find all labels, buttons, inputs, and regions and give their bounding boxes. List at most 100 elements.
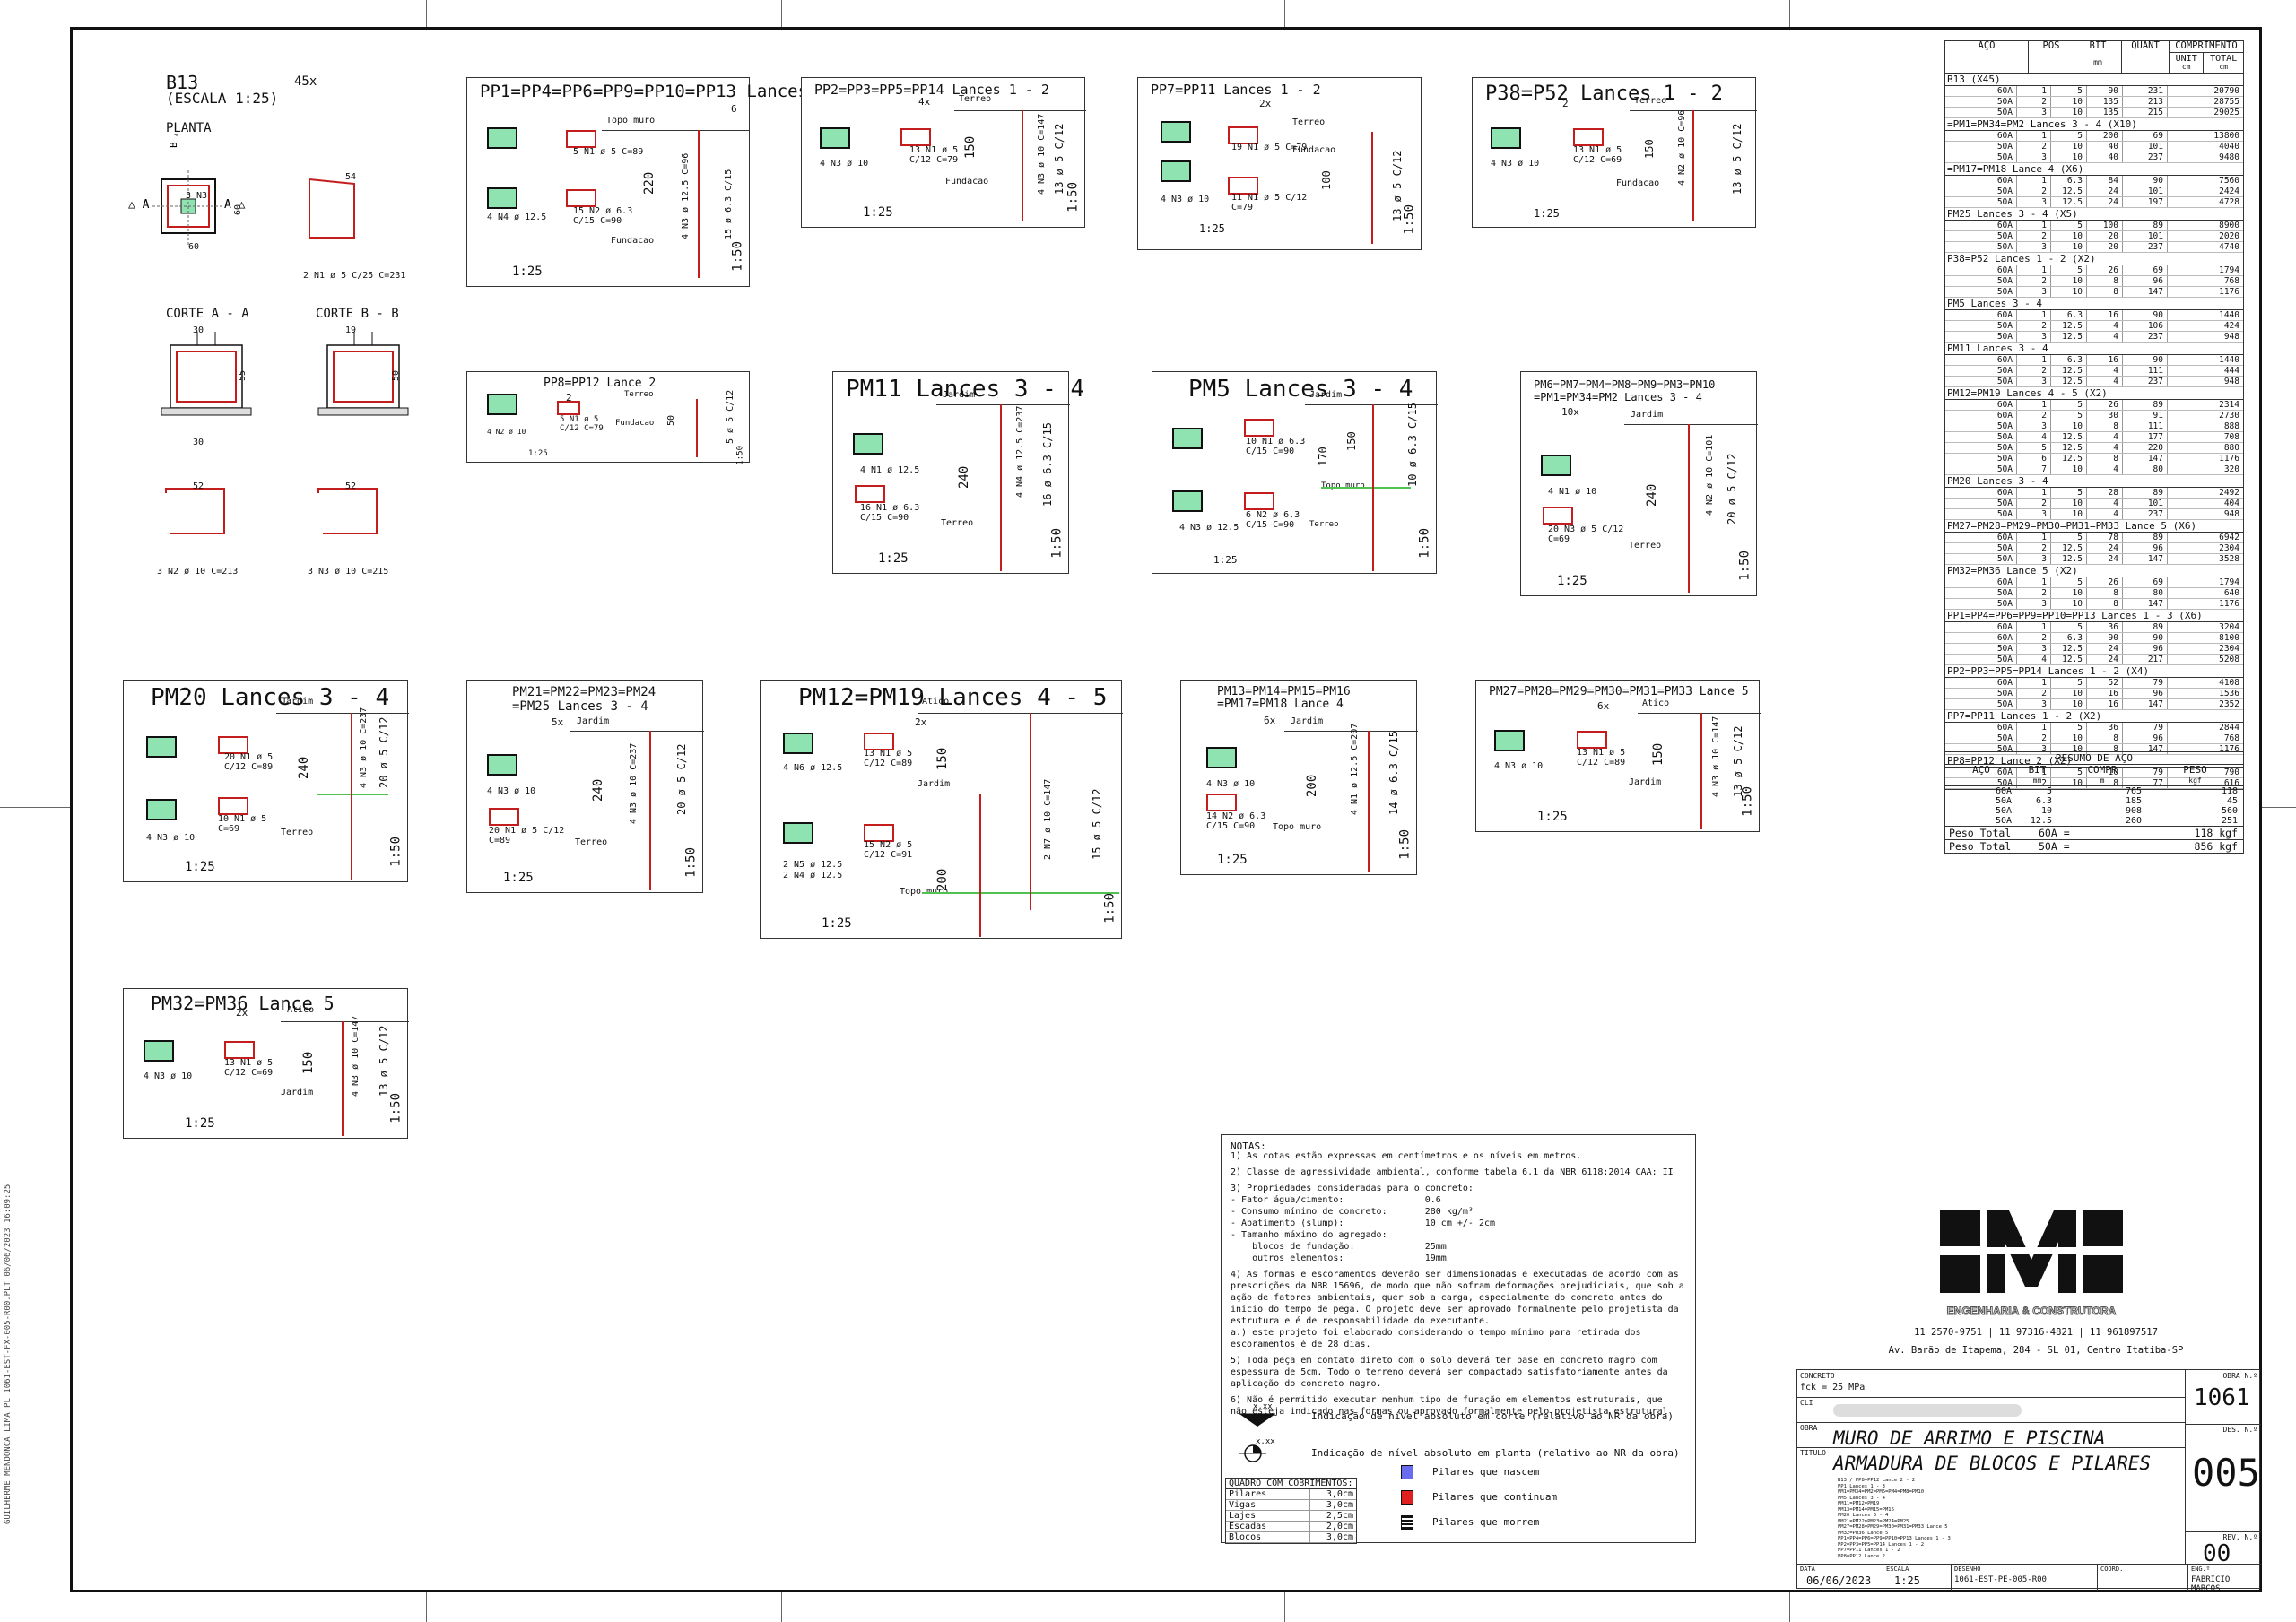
table-cell: 50A	[1945, 733, 2017, 743]
level-top: Jardim	[281, 697, 314, 707]
height-dim: 150	[963, 135, 978, 159]
scale-label-2: 1:50	[1398, 829, 1413, 860]
table-cell: 50A	[1945, 320, 2017, 331]
b13-dim-3n3: 3 N3	[186, 191, 208, 201]
table-cell: 1176	[2219, 598, 2239, 609]
table-cell: 12.5	[2051, 442, 2087, 453]
stirrup-shape	[864, 733, 894, 750]
table-cell: 2730	[2219, 410, 2239, 421]
table-cell: 1176	[2219, 286, 2239, 297]
stirrup-shape	[1228, 177, 1258, 195]
table-cell: 96	[2123, 643, 2168, 654]
table-cell: 50A	[1945, 587, 2017, 598]
panel-pm5: PM5 Lances 3 - 4 4 N3 ø 12.5 10 N1 ø 6.3…	[1152, 371, 1438, 574]
panel-pm20: PM20 Lances 3 - 4 4 N3 ø 10 20 N1 ø 5 C/…	[123, 680, 409, 882]
table-cell: 60A	[1945, 399, 2017, 410]
table-cell: 5	[2051, 532, 2087, 542]
table-cell: 50A	[1945, 241, 2017, 252]
panel-title: PP2=PP3=PP5=PP14 Lances 1 - 2	[814, 82, 1049, 98]
svg-text:B △: B △	[168, 134, 179, 148]
rebar-label-2: 13 ø 5 C/12	[1053, 123, 1065, 195]
symbol-morrem-text: Pilares que morrem	[1432, 1516, 1540, 1528]
table-cell: 4728	[2219, 196, 2239, 207]
table-cell: 60A	[1945, 309, 2017, 320]
table-cell: 84	[2087, 175, 2123, 186]
table-cell: 60A	[1945, 621, 2017, 632]
rebar-elevation-2	[1030, 713, 1031, 910]
height-dim: 150	[1643, 139, 1656, 159]
table-cell: 106	[2123, 320, 2168, 331]
table-cell: 2	[2017, 96, 2051, 107]
scale-label: 1:25	[1557, 574, 1587, 588]
company-phones: 11 2570-9751 | 11 97316-4821 | 11 961897…	[1914, 1327, 2158, 1338]
title-block: CONCRETO fck = 25 MPa CLI OBRA MURO DE A…	[1796, 1369, 2261, 1593]
table-cell: 3	[2017, 331, 2051, 342]
table-cell: 69	[2123, 265, 2168, 275]
table-cell: 6.3	[2051, 175, 2087, 186]
table-cell: 16	[2087, 354, 2123, 365]
main-bars: 4 N3 ø 10	[1206, 779, 1256, 789]
height-dim: 150	[301, 1051, 316, 1074]
level-bottom: Terreo	[281, 828, 314, 837]
table-cell: 4	[2087, 498, 2123, 508]
table-cell: 1	[2017, 621, 2051, 632]
table-cell: 10	[2051, 464, 2087, 474]
table-cell: 20	[2087, 230, 2123, 241]
table-cell: 80	[2123, 587, 2168, 598]
table-cell: 60A	[1945, 577, 2017, 587]
legend-planta-text: Indicação de nível absoluto em planta (r…	[1311, 1447, 1680, 1459]
panel-mult: 2x	[915, 716, 927, 728]
level-line	[276, 713, 409, 714]
panel-pm12: PM12=PM19 Lances 4 - 5 2x 4 N6 ø 12.5 13…	[760, 680, 1123, 939]
note-line: 1) As cotas estão expressas em centímetr…	[1231, 1151, 1582, 1161]
table-cell: 36	[2087, 722, 2123, 733]
table-cell: 4040	[2219, 141, 2239, 152]
level-line	[918, 713, 1123, 714]
table-cell: 948	[2223, 331, 2239, 342]
level-line	[1638, 713, 1761, 714]
table-cell: 60A	[1945, 265, 2017, 275]
scale-label: 1:25	[185, 860, 215, 874]
table-cell: 147	[2123, 743, 2168, 754]
data-cell: DATA 06/06/2023	[1797, 1565, 1883, 1591]
obra-n-label: OBRA N.º	[2222, 1372, 2257, 1380]
table-cell: 4	[2087, 376, 2123, 386]
table-cell: 79	[2123, 722, 2168, 733]
table-cell: 12.5	[2051, 553, 2087, 564]
height-dim: 50	[666, 414, 676, 426]
steel-group-title: =PM1=PM34=PM2 Lances 3 - 4 (X10)	[1945, 118, 2243, 131]
table-cell: 4	[2087, 331, 2123, 342]
table-cell: 5	[2051, 130, 2087, 141]
summary-unit-kgf: kgf	[2188, 776, 2202, 785]
table-cell: 96	[2123, 733, 2168, 743]
stirrup-label: 10 N1 ø 5 C=69	[218, 814, 267, 834]
panel-mult: 6	[731, 103, 737, 115]
table-cell: 640	[2223, 587, 2239, 598]
table-cell: 237	[2123, 508, 2168, 519]
rebar-elevation	[1692, 110, 1694, 221]
panel-pm27: PM27=PM28=PM29=PM30=PM31=PM33 Lance 5 6x…	[1475, 680, 1761, 832]
table-cell: 100	[2087, 220, 2123, 230]
panel-pm32: PM32=PM36 Lance 5 2x 4 N3 ø 10 13 N1 ø 5…	[123, 988, 409, 1139]
company-name: ENGENHARIA & CONSTRUTORA	[1946, 1305, 2117, 1318]
table-cell: 50A	[1945, 698, 2017, 709]
table-cell: 50A	[1945, 107, 2017, 117]
stirrup-label: 15 N2 ø 5 C/12 C=91	[864, 840, 913, 860]
table-cell: 1	[2017, 265, 2051, 275]
section-drawing	[487, 394, 517, 415]
grid-tick	[426, 0, 427, 27]
note-line: - Abatimento (slump): 10 cm +/- 2cm	[1231, 1219, 1496, 1228]
b13-corte-b: CORTE B - B	[316, 307, 399, 321]
table-cell: 948	[2223, 376, 2239, 386]
panel-mult: 4x	[918, 96, 931, 108]
grid-tick	[1284, 0, 1285, 27]
scale-label-2: 1:50	[1741, 786, 1755, 817]
table-cell: 50A	[1945, 688, 2017, 698]
